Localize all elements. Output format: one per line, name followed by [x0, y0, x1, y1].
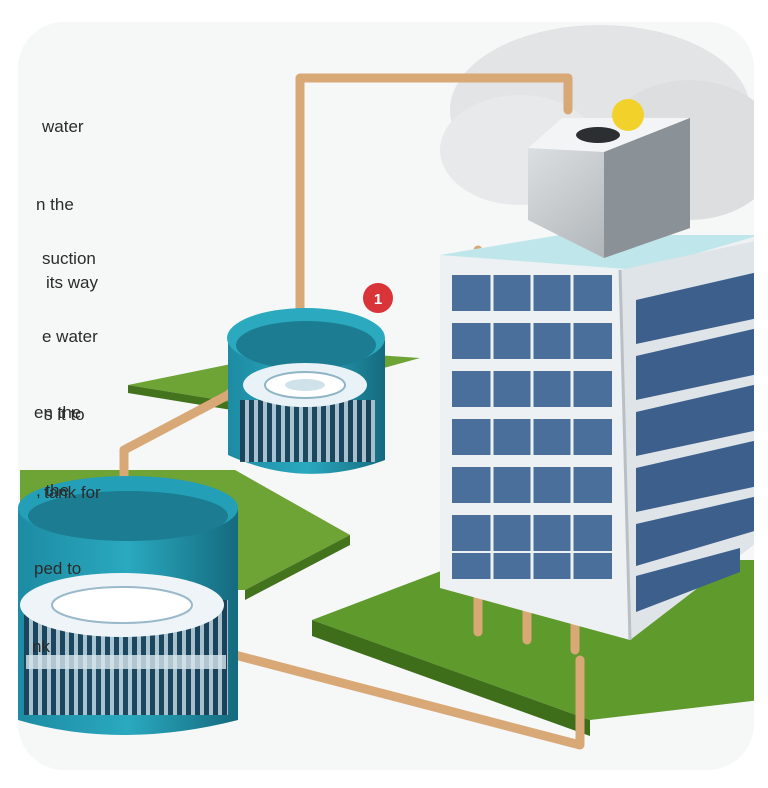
caption-line: , the [36, 481, 70, 500]
step-badge [363, 283, 393, 313]
caption-line: e water [42, 327, 98, 346]
caption-line: en the [34, 403, 82, 422]
caption-line: its way [46, 273, 98, 292]
step-badge-number: 1 [374, 291, 382, 308]
building-side-windows [636, 272, 754, 612]
caption-line: s it to [44, 405, 85, 424]
caption-block-3: en the , the ped to nk [24, 348, 81, 712]
caption-line: suction [42, 249, 96, 268]
caption-block-2: suction e water s it to tank for [24, 194, 101, 558]
sun-icon [612, 99, 644, 131]
caption-line: water [42, 117, 84, 136]
upper-collection-tank [227, 308, 385, 474]
caption-line: tank for [44, 483, 101, 502]
caption-line: nk [32, 637, 50, 656]
caption-line: n the [36, 195, 74, 214]
lower-storage-tank [18, 476, 238, 735]
building [440, 235, 754, 641]
caption-block-1: water n the its way [24, 62, 98, 348]
rooftop-storage-tank [528, 118, 690, 258]
caption-line: ped to [34, 559, 82, 578]
